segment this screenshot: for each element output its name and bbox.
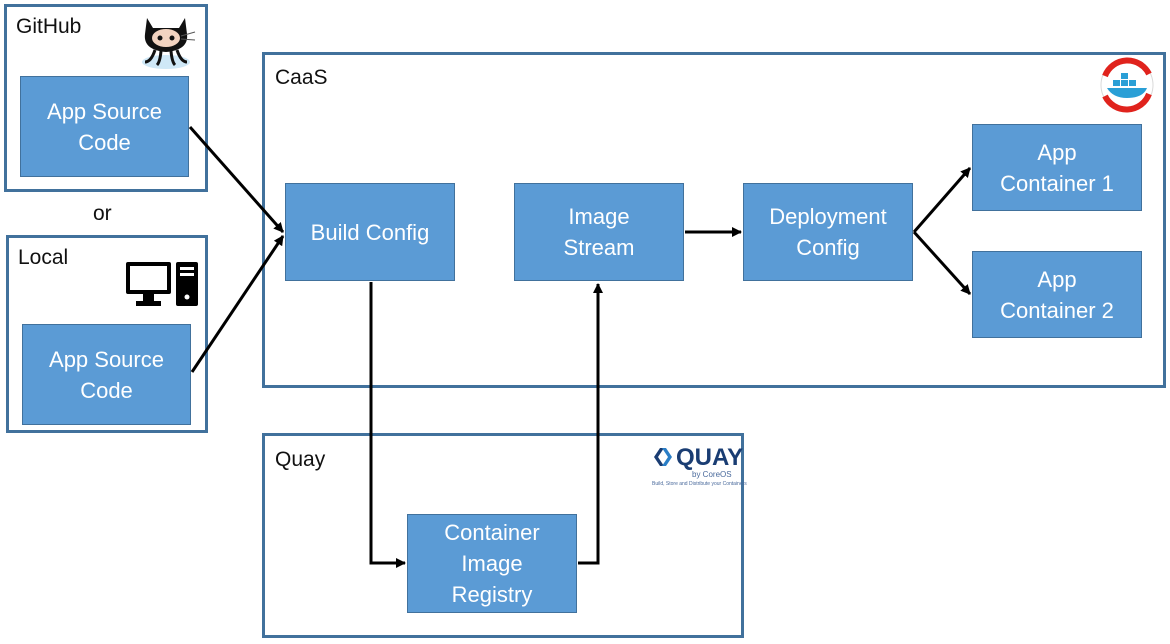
desktop-computer-icon <box>126 262 198 306</box>
arrow-deployment-to-app-container-1 <box>912 167 972 233</box>
arrow-deployment-to-app-container-2 <box>912 230 972 296</box>
octocat-icon <box>142 18 196 69</box>
build-config-node: Build Config <box>285 183 455 281</box>
quay-logo-mark <box>654 448 672 466</box>
image-stream-node: Image Stream <box>514 183 684 281</box>
quay-logo-tagline: Build, Store and Distribute your Contain… <box>652 481 747 487</box>
arrow-registry-to-image-stream <box>578 283 603 565</box>
github-app-source-code-node: App Source Code <box>20 76 189 177</box>
local-app-source-code-node: App Source Code <box>22 324 191 425</box>
container-image-registry-node: Container Image Registry <box>407 514 577 613</box>
arrow-local-to-build-config <box>190 235 285 373</box>
app-container-2-node: App Container 2 <box>972 251 1142 338</box>
quay-logo-by: by CoreOS <box>692 470 732 479</box>
arrow-github-to-build-config <box>188 126 285 233</box>
or-connector-label: or <box>93 202 112 225</box>
quay-group-label: Quay <box>275 448 326 471</box>
app-container-1-node: App Container 1 <box>972 124 1142 211</box>
caas-group-label: CaaS <box>275 66 328 89</box>
caas-container-logo <box>1100 57 1154 113</box>
local-group-label: Local <box>18 246 69 269</box>
quay-logo-word: QUAY <box>676 444 744 471</box>
arrow-build-config-to-registry <box>369 282 406 568</box>
deployment-config-node: Deployment Config <box>743 183 913 281</box>
github-group-label: GitHub <box>16 15 82 38</box>
